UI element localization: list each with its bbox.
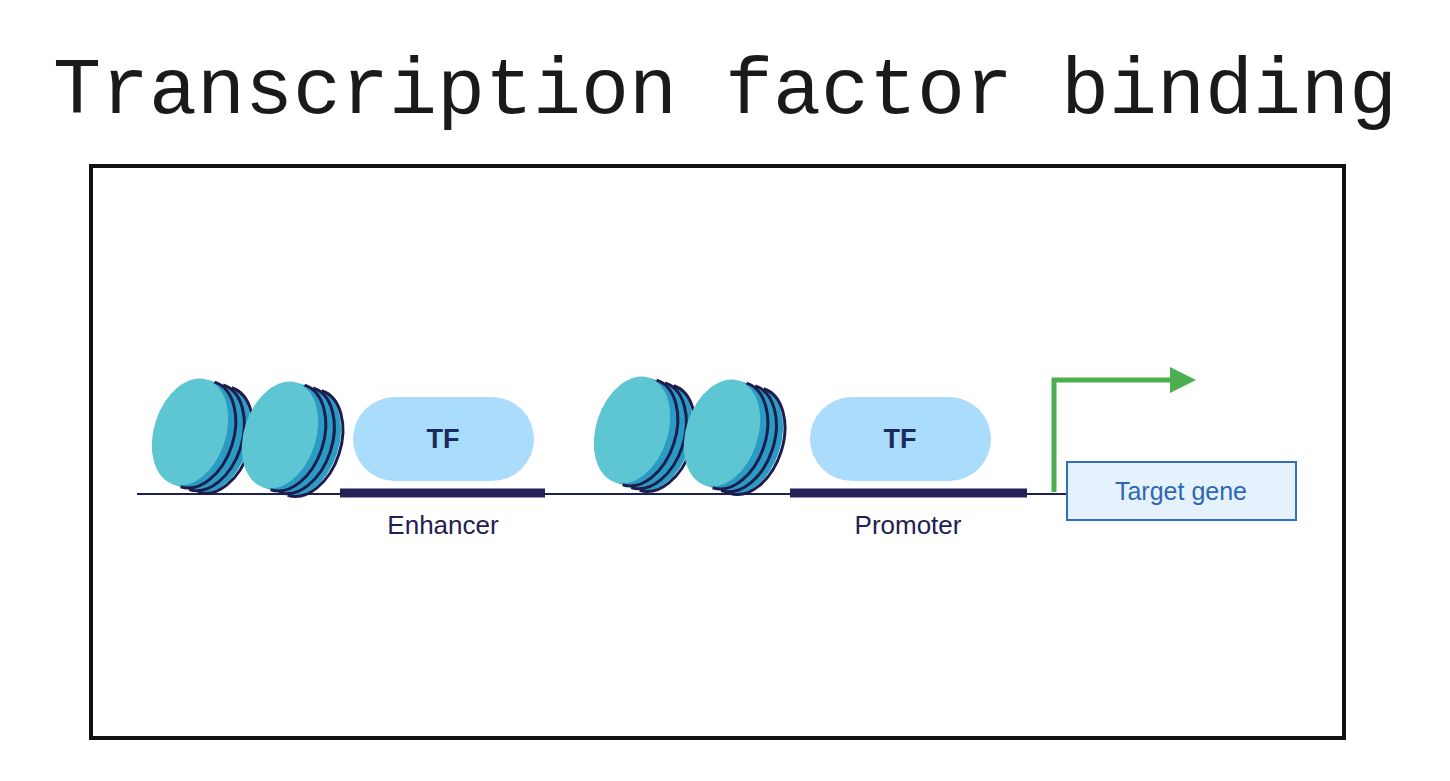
- region-label: Enhancer: [387, 510, 498, 541]
- transcription-factor: TF: [810, 397, 991, 481]
- enhancer-region: [340, 489, 545, 498]
- tss-arrowhead: [1170, 367, 1196, 393]
- tf-label: TF: [884, 424, 917, 455]
- tf-label: TF: [427, 424, 460, 455]
- transcription-factor: TF: [353, 397, 534, 481]
- gene-box: Target gene: [1066, 461, 1297, 521]
- diagram-title: Transcription factor binding: [0, 48, 1450, 136]
- frame: [91, 166, 1344, 738]
- nucleosome: [671, 370, 798, 505]
- gene-label: Target gene: [1115, 477, 1247, 506]
- nucleosomes: [139, 367, 798, 507]
- promoter-region: [790, 489, 1027, 498]
- dna-wrap: [288, 391, 356, 507]
- region-label: Promoter: [855, 510, 962, 541]
- dna-strand: [137, 493, 1066, 495]
- nucleosome: [229, 372, 356, 507]
- dna-wrap: [730, 389, 798, 505]
